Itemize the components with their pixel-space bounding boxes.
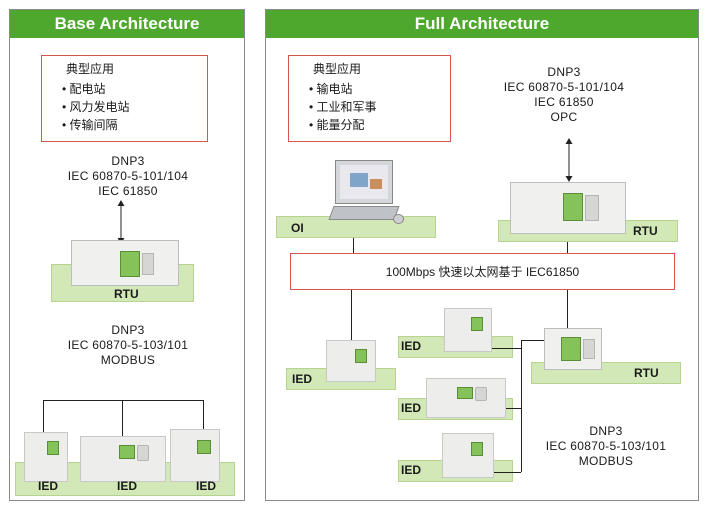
full-rtu2-label: RTU xyxy=(634,366,659,380)
lcd-screen xyxy=(120,251,140,277)
keypad xyxy=(585,195,599,221)
base-app-item: 配电站 xyxy=(62,80,130,98)
lcd-screen xyxy=(355,349,367,363)
laptop-screen xyxy=(335,160,393,204)
base-bus-drop xyxy=(122,400,123,438)
full-ied-device xyxy=(442,433,494,478)
base-rtu-label: RTU xyxy=(114,287,139,301)
base-ied-device xyxy=(170,429,220,482)
full-network-drop xyxy=(351,290,352,348)
full-ied-bus-branch xyxy=(492,348,521,349)
full-ied-bus-vertical xyxy=(521,340,522,472)
base-bus-horizontal xyxy=(43,400,203,401)
lcd-screen xyxy=(471,317,483,331)
lcd-screen xyxy=(47,441,59,455)
protocol-label: DNP3 xyxy=(111,323,145,337)
protocol-label: OPC xyxy=(550,110,578,124)
base-typical-applications-box: 典型应用 配电站 风力发电站 传输间隔 xyxy=(41,55,208,142)
protocol-label: DNP3 xyxy=(111,154,145,168)
base-apps-title: 典型应用 xyxy=(66,62,115,76)
laptop-icon xyxy=(328,160,404,228)
full-rtu-link xyxy=(567,242,568,253)
protocol-label: IEC 61850 xyxy=(98,184,158,198)
network-label: 100Mbps 快速以太网基于 IEC61850 xyxy=(385,265,580,279)
keypad xyxy=(475,387,487,401)
base-bus-drop xyxy=(203,400,204,438)
laptop-keyboard xyxy=(328,206,400,220)
protocol-label: MODBUS xyxy=(578,454,634,468)
full-network-drop xyxy=(567,290,568,328)
base-ied-device xyxy=(80,436,166,482)
base-app-item: 传输间隔 xyxy=(62,116,130,134)
full-oi-link xyxy=(353,238,354,253)
lcd-screen xyxy=(119,445,135,459)
full-lower-protocols: DNP3 IEC 60870-5-103/101 MODBUS xyxy=(521,424,691,469)
keypad xyxy=(142,253,154,275)
full-oi-label: OI xyxy=(291,221,304,235)
base-upper-protocols: DNP3 IEC 60870-5-101/104 IEC 61850 xyxy=(30,154,226,199)
base-ied-label: IED xyxy=(117,479,138,493)
base-app-item: 风力发电站 xyxy=(62,98,130,116)
full-rtu-label: RTU xyxy=(633,224,658,238)
protocol-label: IEC 60870-5-101/104 xyxy=(503,80,625,94)
full-ied-bus-branch xyxy=(494,472,521,473)
protocol-label: IEC 60870-5-103/101 xyxy=(67,338,189,352)
base-rtu-device xyxy=(71,240,179,286)
base-apps-list: 配电站 风力发电站 传输间隔 xyxy=(62,80,130,134)
full-architecture-header: Full Architecture xyxy=(266,10,698,38)
full-ied-bus-to-rtu xyxy=(521,340,544,341)
mouse-icon xyxy=(393,214,404,224)
protocol-label: IEC 60870-5-101/104 xyxy=(67,169,189,183)
lcd-screen xyxy=(457,387,473,399)
full-ied-device xyxy=(444,308,492,352)
keypad xyxy=(137,445,149,461)
full-ied-label: IED xyxy=(401,401,422,415)
full-ethernet-network-box: 100Mbps 快速以太网基于 IEC61850 xyxy=(290,253,675,290)
base-bidirectional-arrow xyxy=(117,200,125,244)
full-upper-protocols: DNP3 IEC 60870-5-101/104 IEC 61850 OPC xyxy=(476,65,652,125)
full-ied-label: IED xyxy=(401,339,422,353)
lcd-screen xyxy=(563,193,583,221)
full-bidirectional-arrow xyxy=(565,138,573,182)
lcd-screen xyxy=(471,442,483,456)
full-app-item: 工业和军事 xyxy=(309,98,377,116)
base-ied-label: IED xyxy=(196,479,217,493)
full-app-item: 能量分配 xyxy=(309,116,377,134)
keypad xyxy=(583,339,595,359)
full-apps-title: 典型应用 xyxy=(313,62,362,76)
full-architecture-panel: Full Architecture 典型应用 输电站 工业和军事 能量分配 DN… xyxy=(265,9,699,501)
full-rtu-device xyxy=(510,182,626,234)
base-ied-device xyxy=(24,432,68,482)
lcd-screen xyxy=(197,440,211,454)
protocol-label: IEC 60870-5-103/101 xyxy=(545,439,667,453)
base-bus-drop xyxy=(43,400,44,438)
lcd-screen xyxy=(561,337,581,361)
full-typical-applications-box: 典型应用 输电站 工业和军事 能量分配 xyxy=(288,55,451,142)
protocol-label: DNP3 xyxy=(589,424,623,438)
full-ied-label: IED xyxy=(401,463,422,477)
base-architecture-header: Base Architecture xyxy=(10,10,244,38)
full-ied-label: IED xyxy=(292,372,313,386)
protocol-label: MODBUS xyxy=(100,353,156,367)
base-architecture-panel: Base Architecture 典型应用 配电站 风力发电站 传输间隔 DN… xyxy=(9,9,245,501)
base-ied-label: IED xyxy=(38,479,59,493)
display-graphic xyxy=(350,173,368,187)
display-graphic xyxy=(370,179,382,189)
full-apps-list: 输电站 工业和军事 能量分配 xyxy=(309,80,377,134)
laptop-display xyxy=(340,165,388,199)
full-ied-bus-branch xyxy=(506,408,521,409)
base-lower-protocols: DNP3 IEC 60870-5-103/101 MODBUS xyxy=(30,323,226,368)
full-rtu2-device xyxy=(544,328,602,370)
full-app-item: 输电站 xyxy=(309,80,377,98)
full-ied-device xyxy=(326,340,376,382)
full-ied-device xyxy=(426,378,506,418)
protocol-label: DNP3 xyxy=(547,65,581,79)
protocol-label: IEC 61850 xyxy=(534,95,594,109)
